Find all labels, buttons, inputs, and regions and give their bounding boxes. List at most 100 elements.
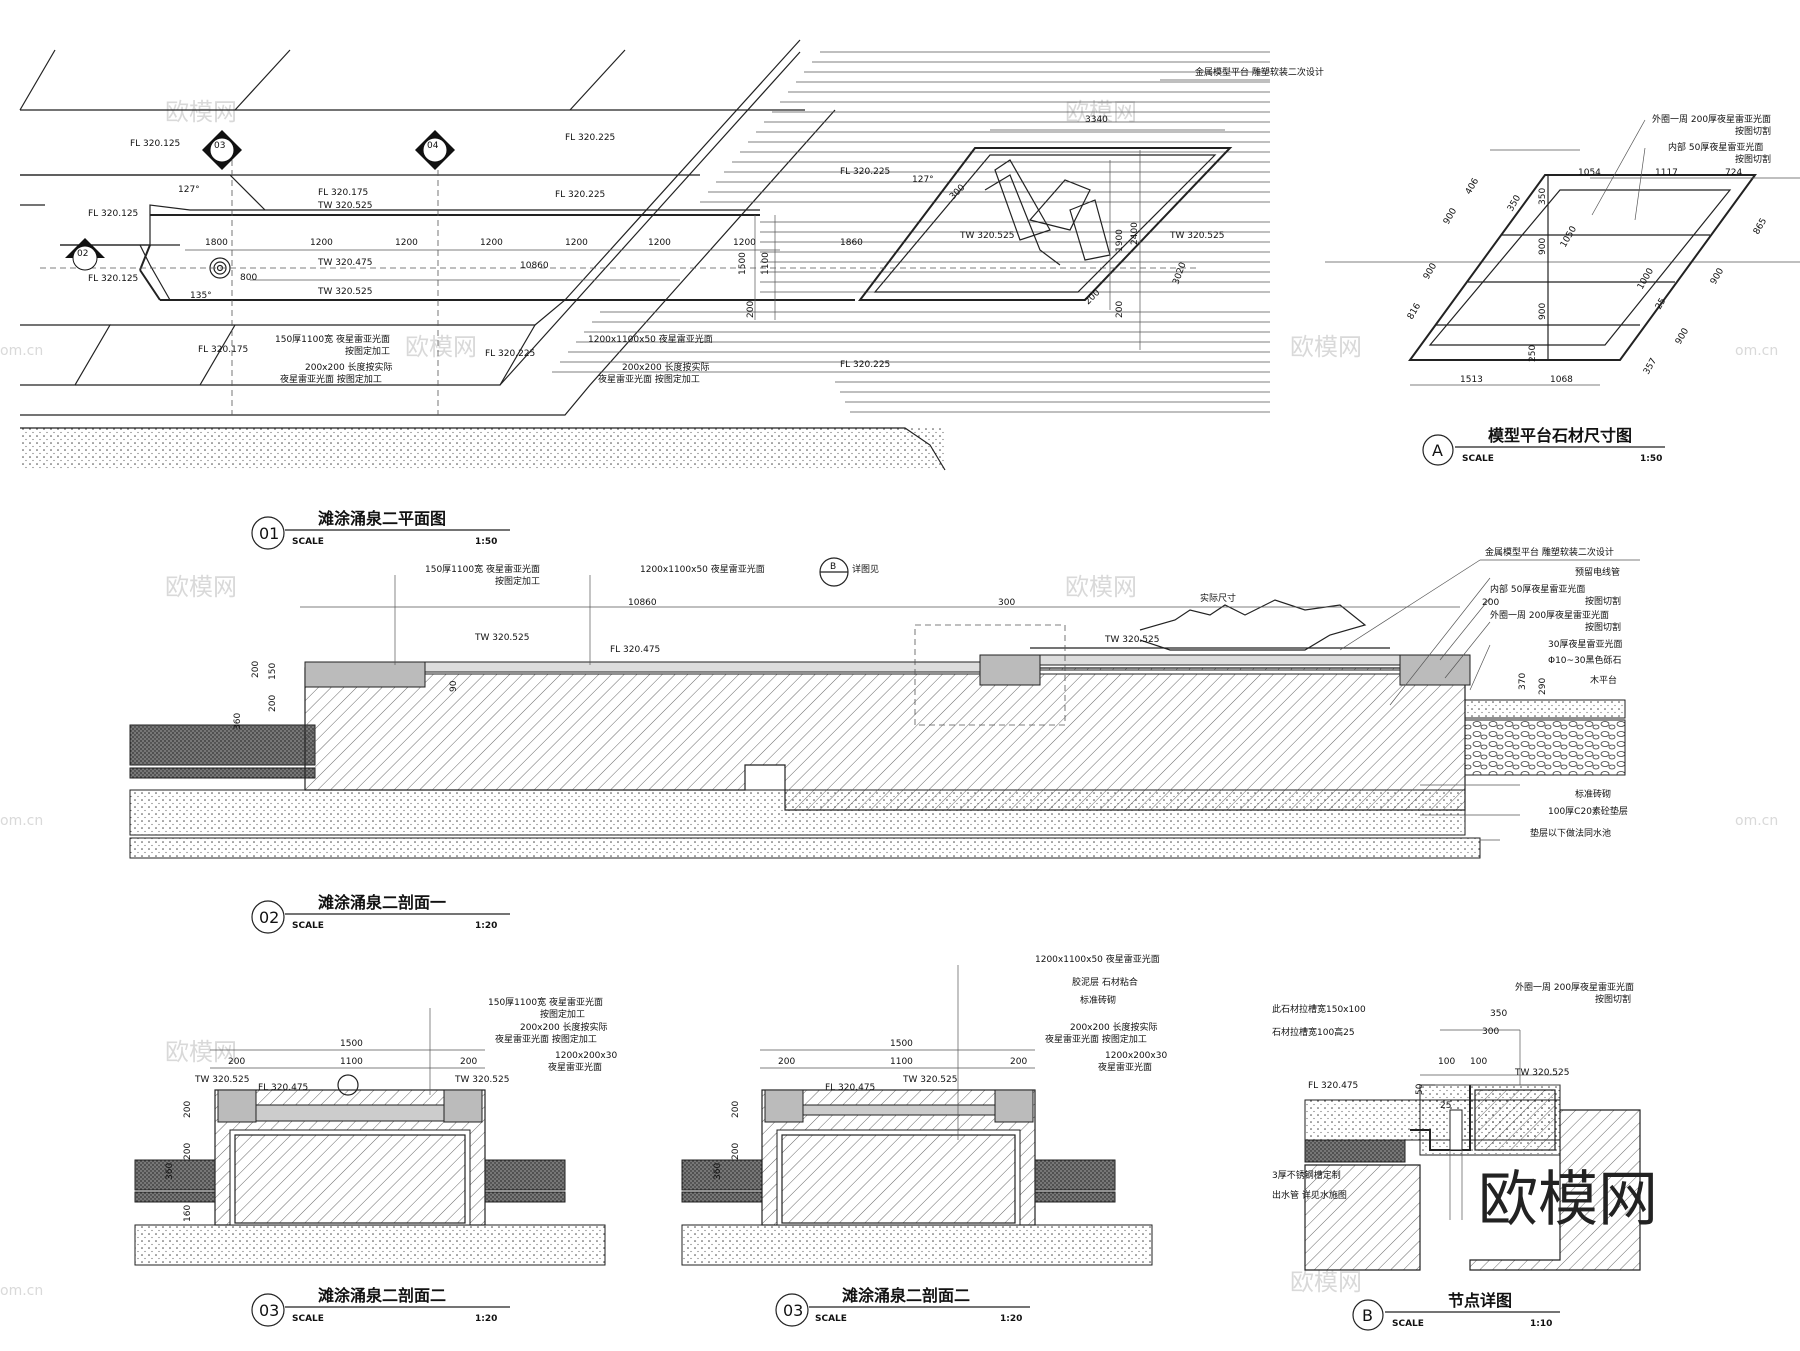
svg-text:800: 800 [240, 273, 257, 283]
svg-text:200x200 长度按实际: 200x200 长度按实际 [520, 1021, 608, 1033]
svg-text:03: 03 [783, 1301, 803, 1320]
svg-text:金属模型平台 雕塑软装二次设计: 金属模型平台 雕塑软装二次设计 [1195, 66, 1324, 78]
svg-text:01: 01 [259, 524, 279, 543]
section-02-notes: 150厚1100宽 夜星雷亚光面 按图定加工 1200x1100x50 夜星雷亚… [425, 546, 1628, 839]
watermark: 欧模网 [165, 573, 237, 601]
svg-text:200: 200 [746, 301, 756, 318]
svg-text:FL 320.475: FL 320.475 [825, 1083, 875, 1093]
svg-text:1200: 1200 [310, 238, 333, 248]
svg-text:1500: 1500 [890, 1039, 913, 1049]
svg-text:TW 320.525: TW 320.525 [902, 1075, 957, 1085]
svg-text:TW 320.525: TW 320.525 [194, 1075, 249, 1085]
svg-text:1200x1100x50 夜星雷亚光面: 1200x1100x50 夜星雷亚光面 [588, 333, 713, 345]
svg-text:200: 200 [778, 1057, 795, 1067]
svg-text:按图切割: 按图切割 [1585, 595, 1621, 607]
svg-text:FL 320.175: FL 320.175 [318, 188, 368, 198]
svg-text:按图切割: 按图切割 [1735, 125, 1771, 137]
svg-text:1:20: 1:20 [1000, 1314, 1022, 1324]
svg-text:滩涂涌泉二剖面二: 滩涂涌泉二剖面二 [318, 1286, 446, 1305]
svg-text:内部 50厚夜星雷亚光面: 内部 50厚夜星雷亚光面 [1668, 141, 1763, 153]
svg-text:1200x200x30: 1200x200x30 [555, 1051, 617, 1061]
watermark: 欧模网 [1065, 573, 1137, 601]
svg-text:TW 320.525: TW 320.525 [959, 231, 1014, 241]
svg-text:夜星雷亚光面: 夜星雷亚光面 [1098, 1061, 1152, 1073]
watermark: om.cn [1735, 343, 1778, 359]
svg-text:1200x1100x50 夜星雷亚光面: 1200x1100x50 夜星雷亚光面 [1035, 953, 1160, 965]
watermark: om.cn [0, 343, 43, 359]
svg-text:夜星雷亚光面: 夜星雷亚光面 [548, 1061, 602, 1073]
detail-b-dims: 350 300 100 100 50 25 [1415, 1009, 1507, 1111]
detail-a-dimensions: 1054 1117 724 406 900 350 350 1050 900 9… [1406, 168, 1769, 385]
svg-text:Φ10~30黑色砾石: Φ10~30黑色砾石 [1548, 654, 1622, 666]
angle-label: 127° [912, 175, 934, 185]
svg-text:夜星雷亚光面 按图定加工: 夜星雷亚光面 按图定加工 [495, 1033, 597, 1045]
svg-text:900: 900 [1709, 266, 1726, 286]
section-03-a: 150厚1100宽 夜星雷亚光面 按图定加工 200x200 长度按实际 夜星雷… [134, 996, 617, 1327]
svg-text:按图切割: 按图切割 [1735, 153, 1771, 165]
svg-text:滩涂涌泉二剖面一: 滩涂涌泉二剖面一 [318, 893, 446, 912]
svg-text:SCALE: SCALE [292, 921, 324, 931]
svg-text:03: 03 [214, 141, 225, 151]
svg-text:夜星雷亚光面 按图定加工: 夜星雷亚光面 按图定加工 [280, 373, 382, 385]
svg-text:模型平台石材尺寸图: 模型平台石材尺寸图 [1488, 426, 1632, 445]
svg-text:B: B [830, 562, 836, 572]
svg-text:1200x1100x50 夜星雷亚光面: 1200x1100x50 夜星雷亚光面 [640, 563, 765, 575]
svg-text:FL 320.225: FL 320.225 [840, 167, 890, 177]
svg-text:200: 200 [1482, 598, 1499, 608]
svg-text:TW 320.525: TW 320.525 [454, 1075, 509, 1085]
svg-text:200: 200 [460, 1057, 477, 1067]
title-block-a: A 模型平台石材尺寸图 SCALE 1:50 [1422, 426, 1665, 466]
plan-dimensions: 1800 1200 1200 1200 1200 1200 1200 1860 … [205, 115, 1189, 318]
svg-text:724: 724 [1725, 168, 1742, 178]
svg-text:3340: 3340 [1085, 115, 1108, 125]
svg-text:200: 200 [731, 1101, 741, 1118]
section-marker-03: 03 [202, 130, 242, 170]
svg-text:FL 320.475: FL 320.475 [1308, 1081, 1358, 1091]
svg-text:1100: 1100 [890, 1057, 913, 1067]
svg-text:200x200 长度按实际: 200x200 长度按实际 [622, 361, 710, 373]
svg-text:FL 320.225: FL 320.225 [555, 190, 605, 200]
svg-text:100: 100 [1438, 1057, 1455, 1067]
svg-text:按图切割: 按图切割 [1595, 993, 1631, 1005]
svg-text:1500: 1500 [738, 252, 748, 275]
svg-text:30厚夜星雷亚光面: 30厚夜星雷亚光面 [1548, 638, 1622, 650]
watermark: om.cn [1735, 813, 1778, 829]
section-03a-notes: 150厚1100宽 夜星雷亚光面 按图定加工 200x200 长度按实际 夜星雷… [429, 996, 617, 1095]
svg-text:按图定加工: 按图定加工 [540, 1008, 585, 1020]
watermarks: 欧模网 欧模网 欧模网 欧模网 欧模网 欧模网 欧模网 欧模网 om.cn om… [0, 98, 1778, 1299]
watermark: om.cn [0, 813, 43, 829]
svg-text:此石材拉槽宽150x100: 此石材拉槽宽150x100 [1272, 1003, 1366, 1015]
svg-text:200: 200 [183, 1143, 193, 1160]
svg-text:350: 350 [1490, 1009, 1507, 1019]
svg-text:B: B [1362, 1306, 1373, 1325]
title-block-03b: 03 滩涂涌泉二剖面二 SCALE 1:20 [775, 1286, 1030, 1327]
svg-text:1200: 1200 [480, 238, 503, 248]
title-block-02: 02 滩涂涌泉二剖面一 SCALE 1:20 [251, 893, 510, 934]
svg-text:1900: 1900 [1115, 229, 1125, 252]
svg-text:滩涂涌泉二平面图: 滩涂涌泉二平面图 [318, 509, 446, 528]
svg-text:1500: 1500 [340, 1039, 363, 1049]
svg-text:TW 320.475: TW 320.475 [317, 258, 372, 268]
svg-text:200: 200 [228, 1057, 245, 1067]
svg-text:TW 320.525: TW 320.525 [1514, 1068, 1569, 1078]
svg-text:200: 200 [1115, 301, 1125, 318]
svg-text:按图定加工: 按图定加工 [495, 575, 540, 587]
svg-text:预留电线管: 预留电线管 [1575, 566, 1620, 578]
svg-text:90: 90 [449, 680, 459, 692]
svg-text:TW 320.525: TW 320.525 [317, 287, 372, 297]
svg-text:SCALE: SCALE [292, 1314, 324, 1324]
svg-text:1054: 1054 [1578, 168, 1601, 178]
svg-text:290: 290 [1538, 678, 1548, 695]
watermark: 欧模网 [1290, 333, 1362, 361]
svg-text:1068: 1068 [1550, 375, 1573, 385]
svg-text:10860: 10860 [628, 598, 657, 608]
svg-text:FL 320.125: FL 320.125 [88, 209, 138, 219]
svg-text:外圈一周 200厚夜星雷亚光面: 外圈一周 200厚夜星雷亚光面 [1490, 609, 1609, 621]
svg-text:SCALE: SCALE [815, 1314, 847, 1324]
svg-text:TW 320.525: TW 320.525 [1169, 231, 1224, 241]
svg-text:SCALE: SCALE [1462, 454, 1494, 464]
svg-text:406: 406 [1464, 176, 1481, 196]
svg-text:900: 900 [1538, 303, 1548, 320]
svg-text:内部 50厚夜星雷亚光面: 内部 50厚夜星雷亚光面 [1490, 583, 1585, 595]
